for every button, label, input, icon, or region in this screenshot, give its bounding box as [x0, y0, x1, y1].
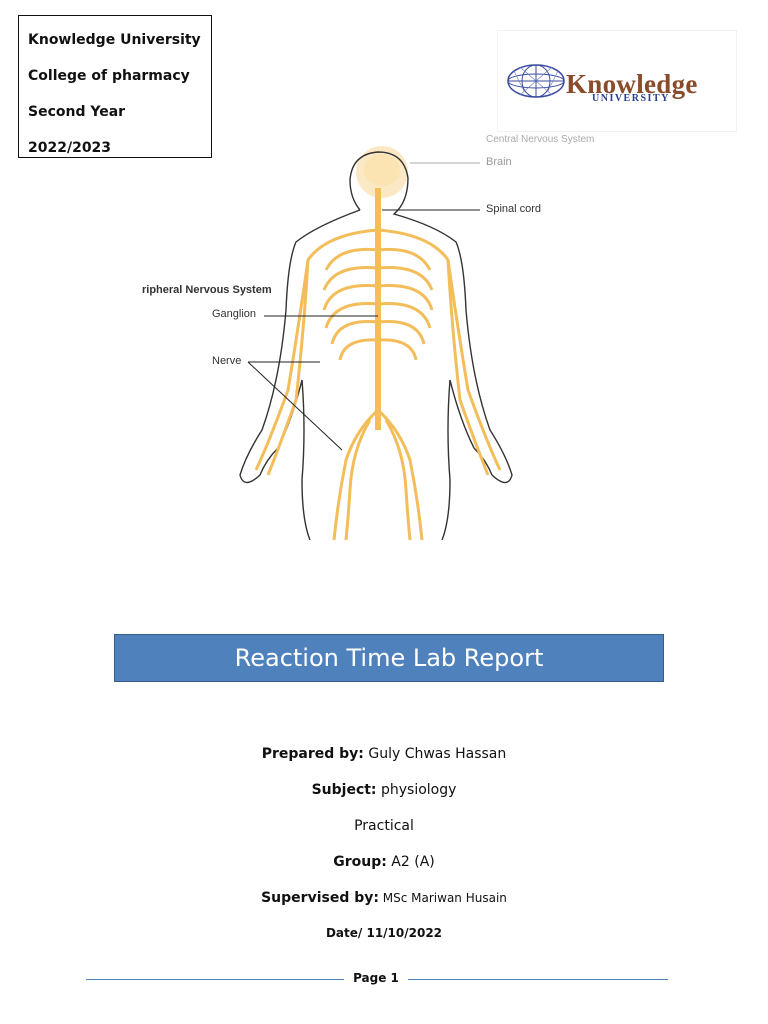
subject-label: Subject: — [311, 782, 377, 798]
page-number: Page 1 — [353, 971, 399, 985]
course-info-box: Knowledge University College of pharmacy… — [18, 15, 212, 158]
supervised-label: Supervised by: — [261, 890, 379, 906]
supervised-line: Supervised by: MSc Mariwan Husain — [0, 890, 768, 906]
group-line: Group: A2 (A) — [0, 854, 768, 870]
nervous-system-figure: Central Nervous System Brain Spinal cord… — [120, 130, 600, 541]
label-cns: Central Nervous System — [486, 134, 595, 145]
subject-line: Subject: physiology — [0, 782, 768, 798]
label-pns: ripheral Nervous System — [142, 284, 272, 296]
globe-icon — [507, 64, 565, 98]
footer-rule-left — [86, 979, 344, 980]
logo-subtitle: UNIVERSITY — [592, 93, 670, 104]
report-title: Reaction Time Lab Report — [114, 634, 664, 682]
subject-value: physiology — [376, 782, 457, 798]
footer-rule-right — [408, 979, 668, 980]
prepared-by-line: Prepared by: Guly Chwas Hassan — [0, 746, 768, 762]
practical-line: Practical — [354, 818, 414, 834]
university-logo: Knowledge UNIVERSITY — [497, 30, 737, 132]
label-ganglion: Ganglion — [212, 308, 257, 320]
body-illustration — [239, 146, 513, 541]
label-spinal-cord: Spinal cord — [486, 203, 542, 215]
prepared-by-label: Prepared by: — [261, 746, 364, 762]
group-value: A2 (A) — [386, 854, 435, 870]
prepared-by-value: Guly Chwas Hassan — [363, 746, 507, 762]
label-brain: Brain — [486, 156, 512, 168]
university-name: Knowledge University — [28, 32, 201, 48]
college-name: College of pharmacy — [28, 68, 190, 84]
group-label: Group: — [333, 854, 387, 870]
study-year: Second Year — [28, 104, 126, 120]
logo-wordmark: Knowledge — [566, 69, 698, 99]
supervised-value: MSc Mariwan Husain — [378, 891, 507, 905]
report-date: Date/ 11/10/2022 — [325, 926, 443, 940]
academic-session: 2022/2023 — [28, 140, 112, 156]
label-nerve: Nerve — [212, 355, 242, 367]
